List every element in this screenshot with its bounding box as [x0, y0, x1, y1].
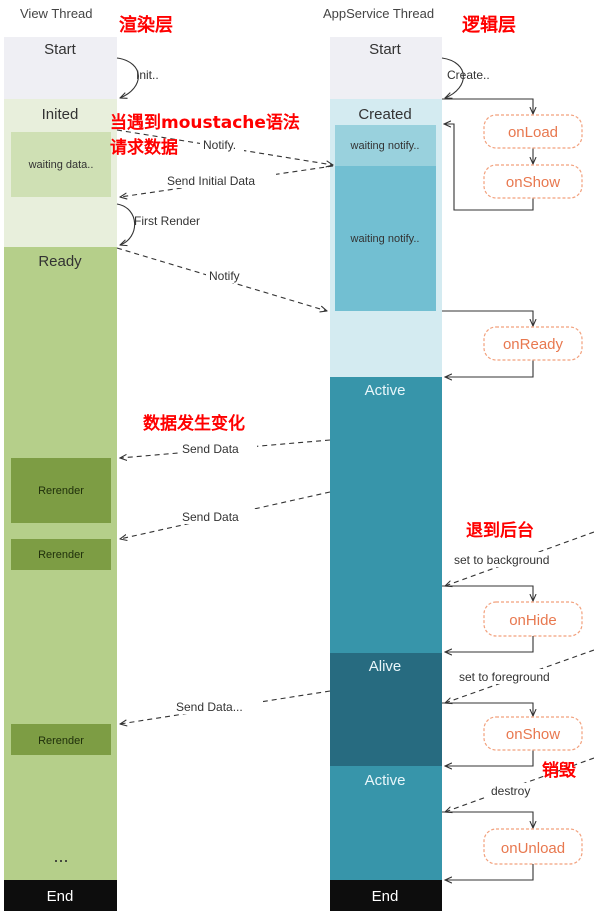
app-end-block: [330, 880, 442, 911]
render-layer-annotation: 渲染层: [119, 14, 173, 36]
destroy-annotation: 销毁: [542, 760, 577, 781]
logic-layer-annotation: 逻辑层: [462, 14, 516, 36]
first-render-label: First Render: [134, 214, 200, 228]
app-start-label: Start: [369, 41, 402, 58]
waiting-data-label: waiting data..: [28, 159, 94, 171]
onshow-return-connector: [444, 124, 534, 211]
send-data-label-1: Send Data: [182, 442, 239, 456]
view-ellipsis: ...: [53, 846, 68, 866]
init-label: Init..: [136, 68, 159, 82]
rerender-label-1: Rerender: [38, 485, 84, 497]
destroy-label: destroy: [491, 784, 530, 798]
set-to-foreground-label: set to foreground: [459, 670, 550, 684]
waiting-data-block: [11, 132, 111, 197]
app-active-label-1: Active: [365, 382, 406, 399]
view-ready-label: Ready: [38, 253, 82, 270]
app-active-block-2: [330, 766, 442, 880]
app-active-block-1: [330, 377, 442, 653]
view-end-label: End: [47, 888, 74, 905]
view-end-block: [4, 880, 117, 911]
lifecycle-onready: onReady: [483, 326, 583, 361]
rerender-label-2: Rerender: [38, 549, 84, 561]
rerender-block-1: [11, 458, 111, 523]
lifecycle-onhide: onHide: [483, 601, 583, 637]
onready-return-connector: [445, 360, 534, 377]
notify-label: Notify.: [203, 138, 236, 152]
app-thread-header: AppService Thread: [323, 6, 434, 21]
onshow2-return-connector: [445, 750, 534, 766]
to-onunload-connector: [442, 811, 533, 828]
notify-ready-label: Notify: [209, 269, 240, 283]
app-end-label: End: [372, 888, 399, 905]
to-onready-connector: [442, 310, 533, 326]
send-initial-data-label: Send Initial Data: [167, 174, 255, 188]
send-data-arrow-1: [120, 439, 331, 458]
waiting-notify-label-2: waiting notify..: [350, 233, 420, 245]
lifecycle-onunload: onUnload: [483, 828, 583, 865]
send-data-label-3: Send Data...: [176, 700, 243, 714]
background-annotation: 退到后台: [466, 520, 534, 541]
view-thread-header: View Thread: [20, 6, 93, 21]
onload-label: onLoad: [508, 124, 558, 141]
onunload-return-connector: [445, 864, 534, 880]
waiting-notify-label-1: waiting notify..: [350, 140, 420, 152]
rerender-block-2: [11, 539, 111, 570]
mustache-annotation-line2: 请求数据: [110, 137, 178, 158]
onunload-label: onUnload: [501, 840, 565, 857]
create-arrow: [441, 57, 464, 98]
to-onhide-connector: [442, 585, 533, 601]
onready-label: onReady: [503, 336, 564, 353]
rerender-label-3: Rerender: [38, 735, 84, 747]
lifecycle-onshow-1: onShow: [483, 164, 583, 199]
to-onload-connector: [442, 98, 533, 114]
data-changed-annotation: 数据发生变化: [143, 413, 245, 434]
view-start-label: Start: [44, 41, 77, 58]
create-label: Create..: [447, 68, 490, 82]
send-data-label-2: Send Data: [182, 510, 239, 524]
onhide-label: onHide: [509, 612, 557, 629]
app-start-block: [330, 37, 442, 99]
onhide-return-connector: [445, 636, 534, 652]
app-active-label-2: Active: [365, 772, 406, 789]
to-onshow2-connector: [442, 702, 533, 716]
rerender-block-3: [11, 724, 111, 755]
view-inited-label: Inited: [42, 106, 79, 123]
lifecycle-onshow-2: onShow: [483, 716, 583, 751]
mustache-annotation-line1: 当遇到moustache语法: [110, 112, 300, 133]
onshow-label-2: onShow: [506, 726, 560, 743]
onshow-label-1: onShow: [506, 174, 560, 191]
app-alive-block: [330, 653, 442, 766]
app-alive-label: Alive: [369, 658, 402, 675]
waiting-notify-block-1: [335, 125, 436, 166]
set-to-background-label: set to background: [454, 553, 549, 567]
app-created-label: Created: [358, 106, 411, 123]
view-start-block: [4, 37, 117, 99]
first-render-arrow: [116, 203, 136, 245]
lifecycle-onload: onLoad: [483, 114, 583, 149]
init-arrow: [116, 57, 139, 98]
waiting-notify-block-2: [335, 166, 436, 311]
